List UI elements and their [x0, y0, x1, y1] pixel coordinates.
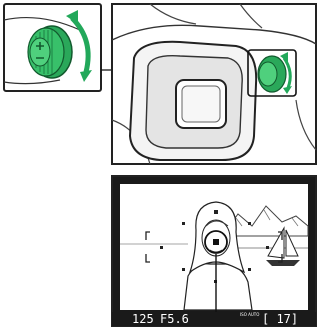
viewfinder-panel: 125 F5.6 ISO AUTO [ 17]	[112, 176, 316, 326]
iso-auto-label: ISO AUTO	[240, 312, 259, 317]
shutter-speed-readout: 125	[132, 312, 154, 326]
frame-count-readout: [ 17]	[262, 312, 298, 326]
aperture-readout: F5.6	[160, 312, 189, 326]
diopter-dial-icon	[28, 26, 72, 78]
eyepiece-icon	[130, 42, 256, 160]
camera-panel	[112, 4, 316, 164]
callout-panel	[4, 4, 101, 91]
